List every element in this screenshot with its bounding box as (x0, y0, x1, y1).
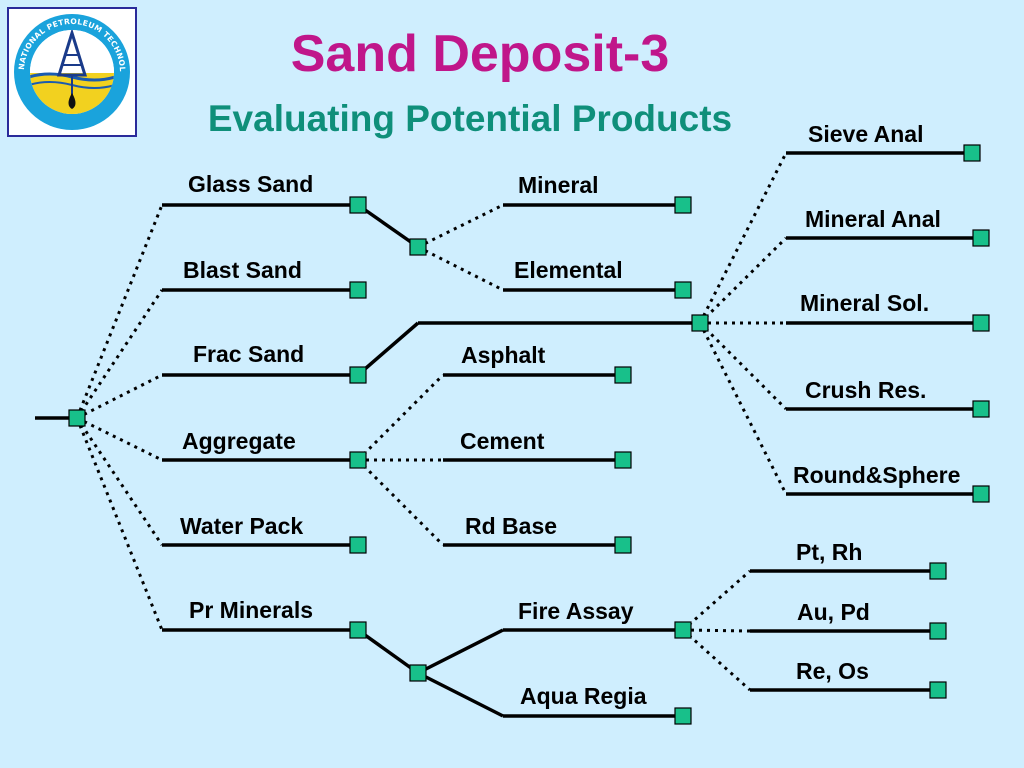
method-label-fire-assay: Fire Assay (518, 598, 634, 624)
test-label-round-sphere: Round&Sphere (793, 462, 961, 488)
pr-minerals-node (349, 621, 367, 639)
water-pack-node (349, 536, 367, 554)
product-label-aggregate: Aggregate (182, 428, 296, 454)
test-label-crush-res: Crush Res. (805, 377, 927, 403)
test-label-mineral: Mineral (518, 172, 599, 198)
sieve-anal-node (963, 144, 981, 162)
root-node (68, 409, 86, 427)
rd-base-node (614, 536, 632, 554)
frac-sand-node (349, 366, 367, 384)
aggregate-node (349, 451, 367, 469)
test-label-elemental: Elemental (514, 257, 623, 283)
round-sphere-node (972, 485, 990, 503)
product-label-pr-minerals: Pr Minerals (189, 597, 313, 623)
slide-subtitle: Evaluating Potential Products (207, 98, 733, 139)
glass-sand-node (349, 196, 367, 214)
mineral-node (674, 196, 692, 214)
use-label-rd-base: Rd Base (465, 513, 558, 539)
product-label-blast-sand: Blast Sand (183, 257, 302, 283)
mineral-anal-node (972, 229, 990, 247)
derrick-drop-icon: NATIONAL PETROLEUM TECHNOLOGY OFFICE (9, 9, 130, 130)
use-label-asphalt: Asphalt (461, 342, 546, 368)
cement-node (614, 451, 632, 469)
fire-assay-node (674, 621, 692, 639)
frac-sand-junction-node (691, 314, 709, 332)
npto-logo: NATIONAL PETROLEUM TECHNOLOGY OFFICE (7, 7, 137, 137)
pt-rh-node (929, 562, 947, 580)
crush-res-node (972, 400, 990, 418)
blast-sand-node (349, 281, 367, 299)
element-label-re-os: Re, Os (796, 658, 869, 684)
root-branch-lines (75, 204, 164, 631)
re-os-node (929, 681, 947, 699)
elemental-node (674, 281, 692, 299)
au-pd-node (929, 622, 947, 640)
product-lines (162, 203, 358, 632)
tree-nodes (68, 144, 990, 725)
glass-sand-junction-node (409, 238, 427, 256)
product-label-frac-sand: Frac Sand (193, 341, 305, 367)
test-label-sieve-anal: Sieve Anal (808, 121, 924, 147)
aqua-regia-node (674, 707, 692, 725)
product-label-glass-sand: Glass Sand (188, 171, 314, 197)
test-label-mineral-sol: Mineral Sol. (800, 290, 930, 316)
use-label-cement: Cement (460, 428, 545, 454)
tree-connectors (35, 151, 981, 718)
product-label-water-pack: Water Pack (180, 513, 304, 539)
element-label-pt-rh: Pt, Rh (796, 539, 863, 565)
test-label-mineral-anal: Mineral Anal (805, 206, 941, 232)
slide-title: Sand Deposit-3 (290, 25, 670, 83)
pr-minerals-junction-node (409, 664, 427, 682)
mineral-sol-node (972, 314, 990, 332)
method-label-aqua-regia: Aqua Regia (520, 683, 647, 709)
asphalt-node (614, 366, 632, 384)
element-label-au-pd: Au, Pd (797, 599, 870, 625)
